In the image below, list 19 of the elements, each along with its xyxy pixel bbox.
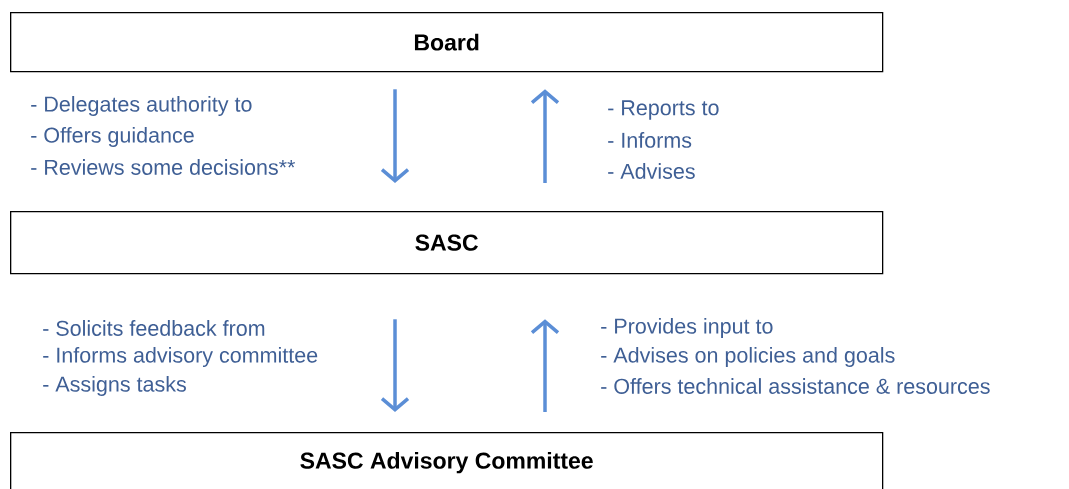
list-item: - Reviews some decisions**	[31, 159, 296, 175]
org-box: SASC	[10, 211, 884, 275]
list-item: - Provides input to	[601, 318, 773, 338]
list-item: - Advises	[608, 163, 695, 179]
list-item: - Informs advisory committee	[43, 347, 318, 367]
list-item: - Offers guidance	[31, 127, 194, 147]
arrow	[380, 89, 410, 183]
list-item: - Reports to	[608, 100, 719, 120]
list-item: - Informs	[608, 132, 692, 148]
list-item: - Offers technical assistance & resources	[601, 378, 990, 394]
list-item: - Advises on policies and goals	[601, 347, 895, 367]
org-box: Board	[10, 12, 884, 73]
list-item: - Solicits feedback from	[43, 320, 265, 336]
arrow	[380, 319, 410, 412]
arrow	[530, 319, 560, 412]
list-item: - Assigns tasks	[43, 376, 186, 396]
arrow	[530, 89, 560, 183]
list-item: - Delegates authority to	[31, 96, 252, 116]
org-box: SASC Advisory Committee	[10, 432, 884, 489]
